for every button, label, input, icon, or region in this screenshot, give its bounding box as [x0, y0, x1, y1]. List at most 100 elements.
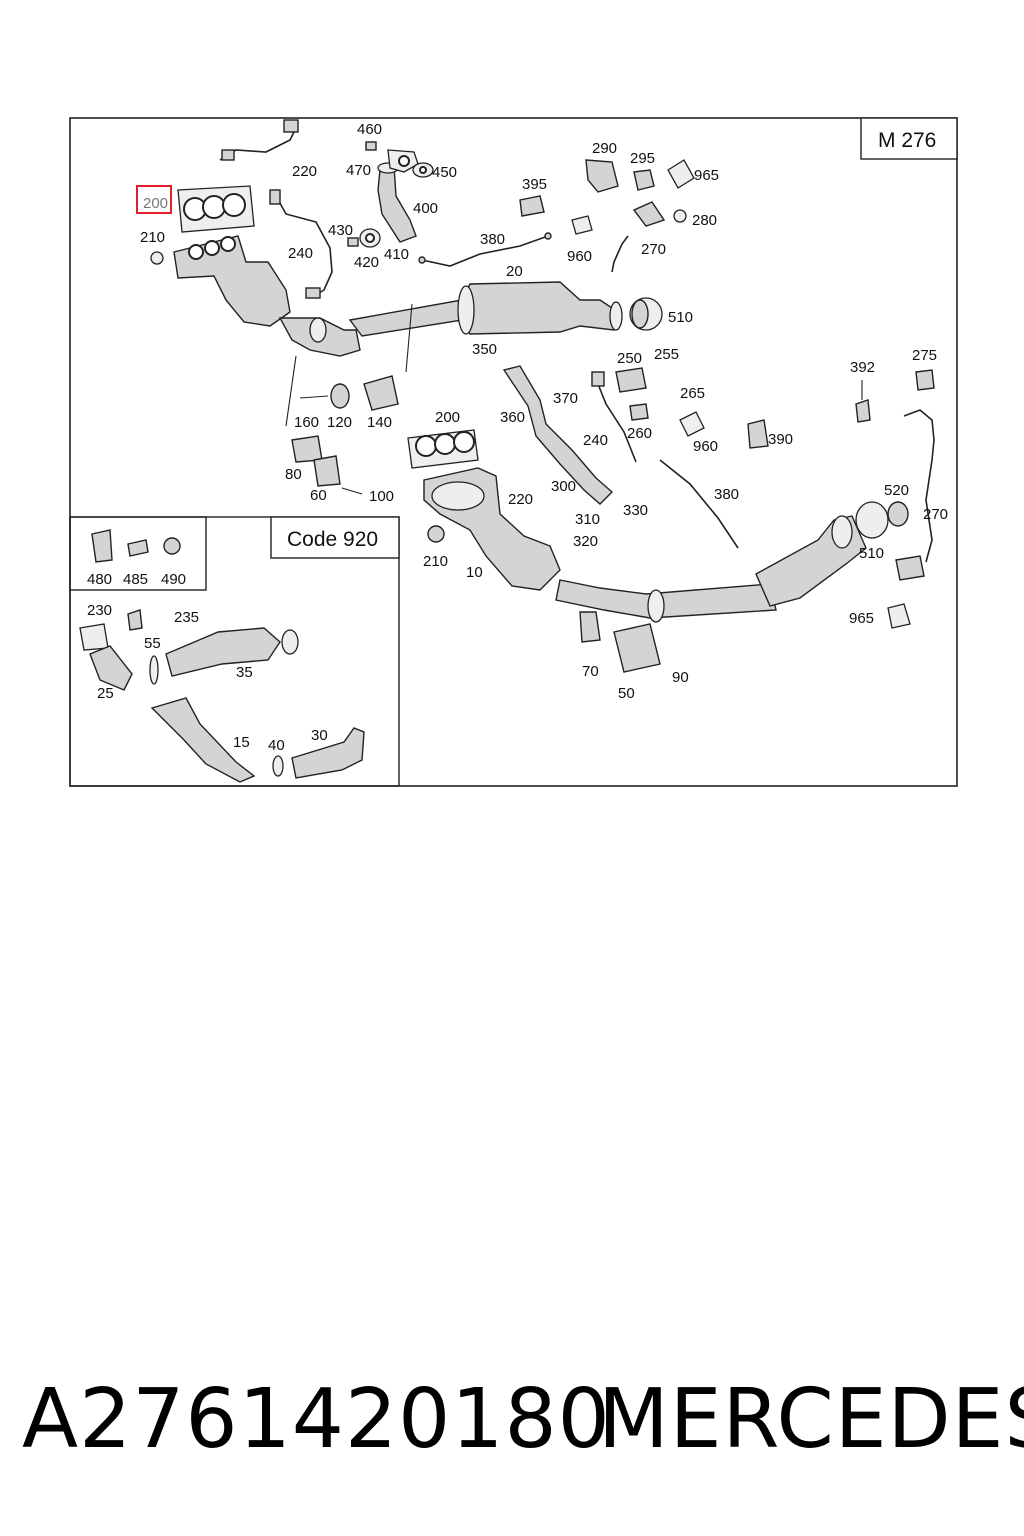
- callout-275: 275: [912, 347, 937, 364]
- sensor-wire-380-lower: [659, 459, 739, 549]
- muffler-rear: [755, 515, 867, 607]
- callout-80: 80: [285, 466, 302, 483]
- callout-25: 25: [97, 685, 114, 702]
- callout-520: 520: [884, 482, 909, 499]
- callout-380-upper: 380: [480, 231, 505, 248]
- callout-470: 470: [346, 162, 371, 179]
- tag-960-lower: [679, 411, 705, 437]
- callout-350: 350: [472, 341, 497, 358]
- callout-295: 295: [630, 150, 655, 167]
- callout-140: 140: [367, 414, 392, 431]
- callout-450: 450: [432, 164, 457, 181]
- callout-490: 490: [161, 571, 186, 588]
- callout-460: 460: [357, 121, 382, 138]
- callout-40: 40: [268, 737, 285, 754]
- o2-sensor-220: [219, 119, 299, 161]
- callout-120: 120: [327, 414, 352, 431]
- code-box-label: Code 920: [287, 528, 378, 551]
- tag-965-upper: [667, 159, 695, 189]
- callout-300: 300: [551, 478, 576, 495]
- bracket-965-lower: [887, 555, 925, 629]
- clamp-510-upper: [629, 297, 663, 331]
- callout-965-lower: 965: [849, 610, 874, 627]
- callout-510-upper: 510: [668, 309, 693, 326]
- code920-parts: [79, 609, 365, 783]
- callout-310: 310: [575, 511, 600, 528]
- callout-220-lower: 220: [508, 491, 533, 508]
- nut-210-center: [427, 525, 445, 543]
- callout-55: 55: [144, 635, 161, 652]
- sensor-270-upper: [571, 201, 687, 273]
- callout-960-upper: 960: [567, 248, 592, 265]
- callout-430: 430: [328, 222, 353, 239]
- accessory-parts: [91, 529, 181, 563]
- callout-230: 230: [87, 602, 112, 619]
- callout-410: 410: [384, 246, 409, 263]
- hanger-120-140: [299, 375, 399, 411]
- callout-270-lower: 270: [923, 506, 948, 523]
- callout-labels: 460 470 450 220 200 210 240 430 420 410 …: [87, 121, 948, 754]
- washer-210-left: [150, 251, 164, 265]
- callout-255: 255: [654, 346, 679, 363]
- callout-320: 320: [573, 533, 598, 550]
- callout-160: 160: [294, 414, 319, 431]
- hanger-80-60: [291, 435, 363, 495]
- callout-510-lower: 510: [859, 545, 884, 562]
- model-box-label: M 276: [878, 129, 936, 152]
- exhaust-manifold-left: [173, 235, 291, 327]
- inset-code-920: Code 920: [69, 516, 400, 787]
- highlight-marker[interactable]: [136, 185, 172, 214]
- sensor-wire-380-upper: [418, 232, 552, 267]
- diagram-frame: [69, 117, 958, 787]
- manifold-catalyst-10: [423, 467, 561, 591]
- callout-240-lower: 240: [583, 432, 608, 449]
- bracket-290: [585, 159, 619, 193]
- callout-200-highlighted[interactable]: 200: [143, 195, 168, 212]
- callout-360: 360: [500, 409, 525, 426]
- bracket-250: [615, 367, 647, 393]
- callout-235: 235: [174, 609, 199, 626]
- pipe-300: [502, 365, 614, 505]
- callout-400: 400: [413, 200, 438, 217]
- callout-420: 420: [354, 254, 379, 271]
- front-pipe-upper: [278, 317, 361, 357]
- callout-20: 20: [506, 263, 523, 280]
- clip-390: [747, 419, 769, 449]
- o2-sensor-240-upper: [269, 189, 333, 299]
- sensor-270-lower: [903, 409, 935, 563]
- main-pipe-rear: [555, 579, 777, 623]
- callout-265: 265: [680, 385, 705, 402]
- callout-15: 15: [233, 734, 250, 751]
- callout-380-lower: 380: [714, 486, 739, 503]
- brand-name: MERCEDES: [598, 1372, 1024, 1467]
- callout-330: 330: [623, 502, 648, 519]
- callout-480: 480: [87, 571, 112, 588]
- ring-420: [359, 228, 381, 248]
- callout-485: 485: [123, 571, 148, 588]
- callout-10: 10: [466, 564, 483, 581]
- sensor-240-lower: [591, 371, 637, 463]
- clip-275: [915, 369, 935, 391]
- clamp-510-lower: [855, 501, 909, 539]
- callout-90: 90: [672, 669, 689, 686]
- callout-210-upper: 210: [140, 229, 165, 246]
- callout-392: 392: [850, 359, 875, 376]
- muffler-20: [348, 281, 623, 337]
- pipe-400: [377, 149, 419, 243]
- callout-30: 30: [311, 727, 328, 744]
- gasket-450: [412, 162, 434, 178]
- callout-395: 395: [522, 176, 547, 193]
- callout-210-center: 210: [423, 553, 448, 570]
- callout-100: 100: [369, 488, 394, 505]
- gasket-part-200[interactable]: [177, 185, 255, 233]
- callout-390: 390: [768, 431, 793, 448]
- footer: A2761420180 MERCEDES: [0, 1370, 1024, 1480]
- callout-70: 70: [582, 663, 599, 680]
- callout-965-upper: 965: [694, 167, 719, 184]
- model-box: M 276: [860, 117, 958, 160]
- callout-250: 250: [617, 350, 642, 367]
- bolt-430: [347, 237, 359, 247]
- callout-960-lower: 960: [693, 438, 718, 455]
- callout-290: 290: [592, 140, 617, 157]
- callout-270-upper: 270: [641, 241, 666, 258]
